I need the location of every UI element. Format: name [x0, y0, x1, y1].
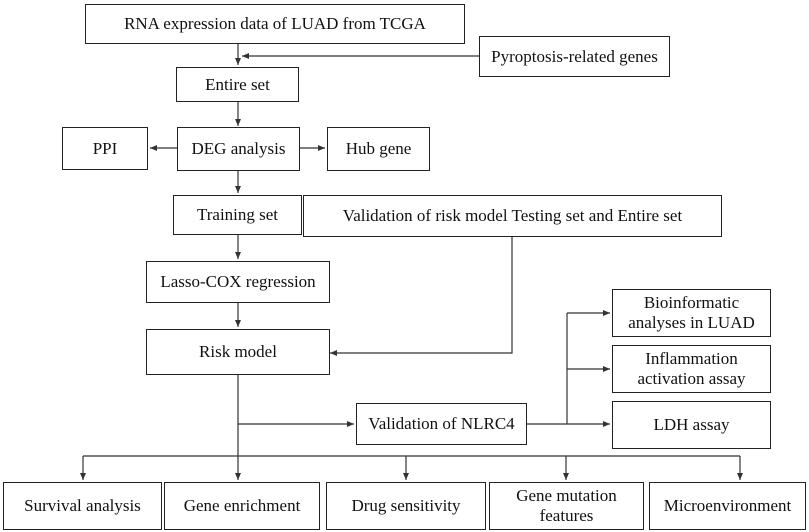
- node-gene-enrichment: Gene enrichment: [164, 482, 320, 530]
- node-inflammation-assay: Inflammation activation assay: [612, 345, 771, 393]
- node-lasso-cox: Lasso-COX regression: [146, 261, 330, 303]
- arrow-valid-to-risk: [330, 237, 513, 356]
- arrow-risk-to-nlrc4: [237, 375, 354, 427]
- node-pyroptosis-genes: Pyroptosis-related genes: [479, 36, 670, 77]
- node-training-set: Training set: [173, 195, 302, 235]
- node-validation-nlrc4: Validation of NLRC4: [356, 403, 527, 445]
- node-drug-sensitivity: Drug sensitivity: [326, 482, 486, 530]
- node-entire-set: Entire set: [176, 67, 299, 102]
- node-bioinformatic-analyses: Bioinformatic analyses in LUAD: [612, 289, 771, 337]
- node-gene-mutation-features: Gene mutation features: [489, 482, 644, 530]
- node-ldh-assay: LDH assay: [612, 401, 771, 449]
- node-risk-model: Risk model: [146, 329, 330, 375]
- node-deg-analysis: DEG analysis: [177, 127, 300, 171]
- node-rna-expression: RNA expression data of LUAD from TCGA: [85, 4, 465, 44]
- node-validation-risk-model: Validation of risk model Testing set and…: [303, 195, 722, 237]
- node-hub-gene: Hub gene: [327, 127, 430, 171]
- node-survival-analysis: Survival analysis: [3, 482, 162, 530]
- node-microenvironment: Microenvironment: [649, 482, 806, 530]
- node-ppi: PPI: [62, 127, 148, 170]
